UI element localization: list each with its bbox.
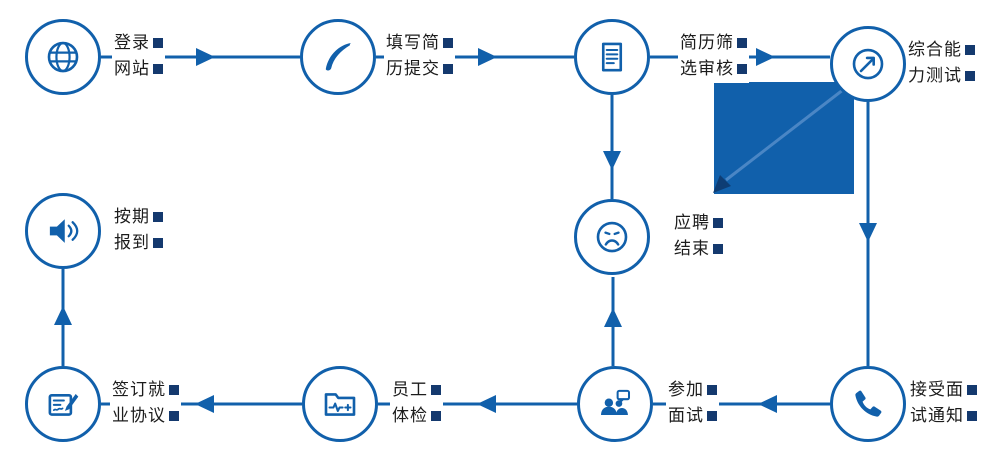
label-text: 体检	[392, 406, 428, 425]
label-text: 接受面	[910, 380, 964, 399]
folder-medical-icon	[324, 393, 356, 416]
label-text: 试通知	[910, 406, 964, 425]
label-text: 选审核	[680, 59, 734, 78]
label-text: 登录	[114, 33, 150, 52]
node-ability-test	[830, 26, 906, 102]
label-text: 历提交	[386, 59, 440, 78]
marker-square	[443, 38, 453, 48]
label-application-end: 应聘 结束	[672, 209, 725, 263]
label-text: 简历筛	[680, 33, 734, 52]
label-interview-notice: 接受面 试通知	[908, 376, 979, 430]
marker-square	[707, 411, 717, 421]
label-physical-exam: 员工 体检	[390, 376, 443, 430]
marker-square	[153, 212, 163, 222]
node-report-on-time	[25, 193, 101, 269]
marker-square	[737, 64, 747, 74]
label-ability-test: 综合能 力测试	[906, 36, 977, 90]
speaker-icon	[49, 219, 79, 243]
label-text: 员工	[392, 380, 428, 399]
compass-arrow-icon	[852, 48, 884, 80]
label-text: 网站	[114, 59, 150, 78]
node-resume-screening	[574, 19, 650, 95]
phone-icon	[855, 390, 882, 417]
node-attend-interview	[577, 366, 653, 442]
globe-icon	[47, 41, 79, 73]
marker-square	[153, 64, 163, 74]
label-text: 综合能	[908, 40, 962, 59]
arrowhead-right-1	[196, 48, 215, 66]
arrowhead-right-2	[478, 48, 497, 66]
marker-square	[153, 38, 163, 48]
label-login-website: 登录 网站	[112, 29, 165, 83]
marker-square	[737, 38, 747, 48]
label-text: 签订就	[112, 380, 166, 399]
marker-square	[965, 45, 975, 55]
label-text: 力测试	[908, 66, 962, 85]
label-text: 面试	[668, 406, 704, 425]
marker-square	[965, 71, 975, 81]
marker-square	[707, 385, 717, 395]
label-attend-interview: 参加 面试	[666, 376, 719, 430]
label-report-on-time: 按期 报到	[112, 203, 165, 257]
document-icon	[601, 42, 623, 72]
label-text: 报到	[114, 233, 150, 252]
label-text: 结束	[674, 239, 710, 258]
arrowhead-left-1	[758, 395, 777, 413]
sad-face-icon	[596, 221, 628, 253]
marker-square	[169, 411, 179, 421]
node-application-end	[574, 199, 650, 275]
arrowhead-down-1	[603, 151, 621, 170]
connector-arrowheads	[54, 48, 877, 413]
arrowhead-up-2	[54, 306, 72, 325]
marker-square	[713, 244, 723, 254]
marker-square	[153, 238, 163, 248]
contract-pen-icon	[48, 393, 79, 416]
diagonal-arrow-line	[725, 84, 849, 182]
arrowhead-down-2	[859, 223, 877, 242]
arrowhead-left-3	[195, 395, 214, 413]
label-sign-agreement: 签订就 业协议	[110, 376, 181, 430]
feather-pen-icon	[325, 43, 352, 71]
marker-square	[431, 385, 441, 395]
marker-square	[169, 385, 179, 395]
node-interview-notice	[830, 366, 906, 442]
label-fill-submit-resume: 填写简 历提交	[384, 29, 455, 83]
label-text: 应聘	[674, 213, 710, 232]
marker-square	[443, 64, 453, 74]
label-text: 参加	[668, 380, 704, 399]
marker-square	[967, 411, 977, 421]
label-text: 填写简	[386, 33, 440, 52]
label-text: 按期	[114, 207, 150, 226]
marker-square	[431, 411, 441, 421]
marker-square	[713, 218, 723, 228]
label-text: 业协议	[112, 406, 166, 425]
node-fill-submit-resume	[300, 19, 376, 95]
node-login-website	[25, 19, 101, 95]
people-chat-icon	[601, 389, 631, 415]
arrowhead-left-2	[477, 395, 496, 413]
diagonal-arrowhead	[713, 175, 731, 193]
node-sign-agreement	[25, 366, 101, 442]
marker-square	[967, 385, 977, 395]
label-resume-screening: 简历筛 选审核	[678, 29, 749, 83]
node-physical-exam	[302, 366, 378, 442]
arrowhead-right-3	[756, 48, 775, 66]
arrowhead-up-1	[604, 308, 622, 327]
